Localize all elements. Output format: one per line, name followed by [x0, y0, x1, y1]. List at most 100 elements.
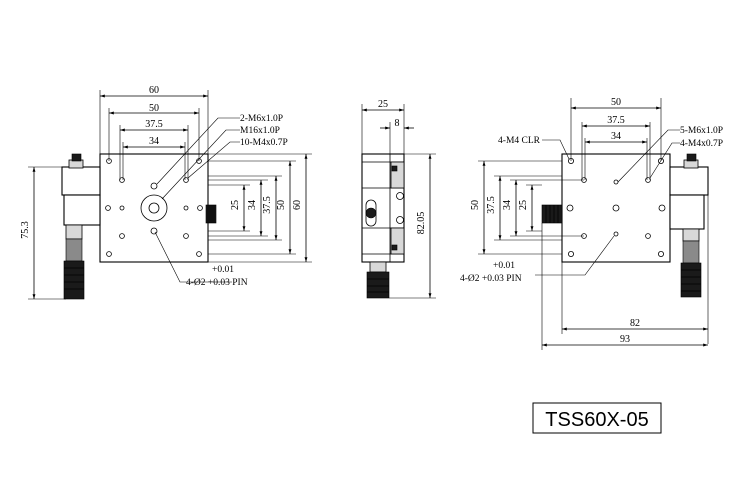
back-micrometer-thimble	[680, 262, 702, 298]
front-dim-h50: 50	[276, 200, 287, 210]
side-screw-hole	[396, 192, 404, 200]
back-ext-h34	[510, 179, 584, 237]
front-hole	[197, 205, 203, 211]
side-layers	[362, 154, 404, 262]
front-dim-h25: 25	[230, 200, 241, 210]
front-ext-50	[108, 108, 200, 161]
back-view: 50 37.5 34 50 37.5 34 25 82 93 4-M4 CLR	[460, 97, 723, 350]
front-hole	[196, 251, 202, 257]
front-pin-hole	[183, 205, 189, 211]
front-hole	[119, 233, 125, 239]
side-ext-25	[361, 104, 405, 154]
front-leader-m4	[187, 141, 240, 179]
front-note-pin: 4-Ø2 +0.03 PIN	[186, 278, 248, 288]
front-hole	[119, 177, 125, 183]
back-dim-37-5: 37.5	[607, 115, 625, 126]
front-ext-h37-5	[208, 175, 282, 241]
back-dim-h25: 25	[518, 200, 529, 210]
front-hole	[183, 233, 189, 239]
back-note-m6: 5-M6x1.0P	[680, 126, 723, 136]
back-m6-hole	[566, 204, 574, 212]
side-dim-82-05: 82.05	[416, 212, 427, 235]
model-title: TSS60X-05	[545, 409, 648, 431]
title-block: TSS60X-05	[532, 402, 662, 434]
side-dim-8: 8	[395, 118, 400, 129]
front-micrometer-housing	[61, 166, 101, 196]
front-ext-h60	[208, 153, 312, 263]
front-clamp-screw	[71, 153, 82, 162]
front-dim-h34: 34	[247, 200, 258, 210]
front-m6-hole	[150, 227, 158, 235]
front-thimble-knurl	[64, 267, 84, 290]
front-leader-pin	[154, 231, 232, 283]
back-note-tol: +0.01	[493, 261, 515, 271]
front-note-m6: 2-M6x1.0P	[240, 114, 283, 124]
back-micrometer-scale	[682, 240, 700, 264]
side-screw	[391, 165, 398, 172]
back-dim-h37-5: 37.5	[486, 196, 497, 214]
side-view: 25 8 82.05	[361, 99, 436, 299]
front-micrometer-thimble	[63, 260, 85, 300]
front-ext-h34	[208, 179, 268, 237]
front-hole	[183, 177, 189, 183]
front-micrometer-block	[63, 194, 101, 226]
front-dim-h37-5: 37.5	[262, 196, 273, 214]
back-leader-m6	[617, 129, 680, 183]
front-dim-h75-3: 75.3	[20, 221, 31, 239]
front-note-tol: +0.01	[212, 265, 234, 275]
back-dim-93: 93	[620, 334, 630, 345]
side-micrometer-thimble	[366, 271, 390, 299]
back-micrometer-block	[669, 194, 705, 230]
back-hole	[645, 177, 651, 183]
back-ext-37-5	[581, 122, 651, 180]
front-dim-37-5: 37.5	[145, 119, 163, 130]
front-m6-hole	[150, 182, 158, 190]
side-thimble-knurl	[367, 278, 389, 293]
side-screw-hole	[396, 216, 404, 224]
back-m6-hole	[658, 204, 666, 212]
back-leader-pin	[535, 235, 615, 276]
side-lock-knob	[365, 207, 377, 219]
front-ext-60	[99, 90, 209, 154]
back-spring-hatch	[545, 205, 559, 223]
front-dim-60: 60	[149, 85, 159, 96]
back-micrometer-sleeve	[682, 228, 700, 242]
front-micrometer-sleeve	[65, 224, 83, 240]
back-note-clr: 4-M4 CLR	[498, 136, 541, 146]
front-note-m16: M16x1.0P	[240, 126, 280, 136]
back-dim-82: 82	[630, 318, 640, 329]
front-pin-hole	[119, 205, 125, 211]
back-pin-hole	[613, 179, 619, 185]
back-dim-50: 50	[611, 97, 621, 108]
back-dim-34: 34	[611, 131, 621, 142]
front-dim-h60: 60	[292, 200, 303, 210]
back-clr-hole	[658, 250, 665, 257]
front-ext-h50	[208, 160, 296, 255]
side-micrometer-sleeve	[369, 261, 387, 273]
back-leader-clr	[542, 139, 570, 160]
back-ext-34	[584, 138, 648, 180]
back-spring-block	[541, 204, 563, 224]
back-clr-hole	[568, 250, 575, 257]
back-note-pin: 4-Ø2 +0.03 PIN	[460, 274, 522, 284]
front-spring-hatch	[207, 205, 215, 223]
back-center-hole	[612, 204, 620, 212]
back-hole	[645, 233, 651, 239]
side-screw	[391, 244, 398, 251]
back-note-m4: 4-M4x0.7P	[680, 139, 723, 149]
front-leader-m6	[156, 117, 240, 185]
back-micrometer-housing	[669, 166, 709, 196]
back-dim-h34: 34	[502, 200, 513, 210]
front-dim-50: 50	[149, 103, 159, 114]
back-ext-h50	[478, 160, 562, 255]
front-hole	[106, 251, 112, 257]
back-thimble-knurl	[681, 269, 701, 292]
front-dim-34: 34	[149, 136, 159, 147]
back-clamp-screw	[686, 153, 697, 162]
front-leader-m16	[161, 129, 240, 200]
front-hole	[105, 205, 111, 211]
back-pin-hole	[613, 231, 619, 237]
back-ext-h25	[526, 184, 542, 232]
front-spring-block	[205, 204, 217, 224]
